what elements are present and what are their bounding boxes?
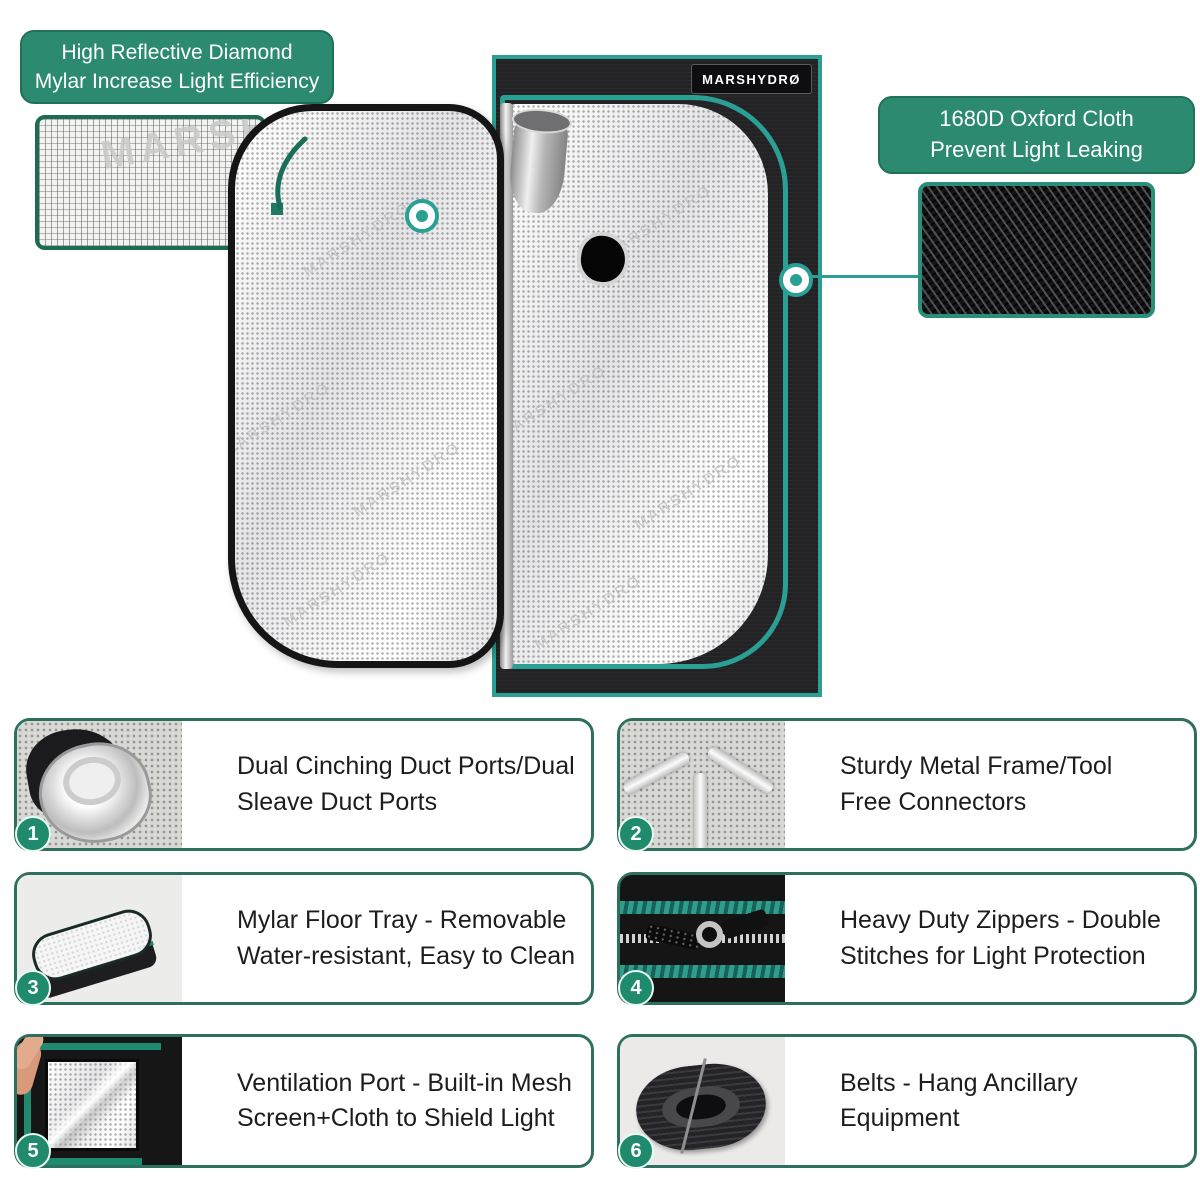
caption-line: Ventilation Port - Built-in Mesh — [237, 1068, 572, 1097]
feature-card-belts: Belts - Hang Ancillary Equipment 6 — [617, 1034, 1197, 1169]
caption-line: Mylar Floor Tray - Removable — [237, 906, 567, 934]
metal-frame-photo — [620, 721, 785, 848]
fabric-watermark: MARSHYDRO — [531, 571, 646, 654]
feature-number-badge: 5 — [15, 1133, 51, 1169]
vent-trim — [24, 1043, 31, 1165]
zipper-stitch — [620, 901, 785, 914]
oxford-callout-line2: Prevent Light Leaking — [930, 137, 1143, 162]
frame-pole — [705, 744, 776, 796]
feature-caption: Ventilation Port - Built-in Mesh Screen+… — [237, 1037, 581, 1165]
grow-tent: MARSHYDRO MARSHYDRO MARSHYDRO MARSHYDRO … — [492, 55, 822, 697]
oxford-callout-line1: 1680D Oxford Cloth — [939, 106, 1134, 132]
door-zipper-cord — [275, 136, 308, 210]
mylar-connector-ring — [405, 199, 439, 233]
vent-mylar-flap — [45, 1059, 139, 1151]
feature-card-metal-frame: Sturdy Metal Frame/Tool Free Connectors … — [617, 718, 1197, 852]
feature-card-zippers: Heavy Duty Zippers - Double Stitches for… — [617, 872, 1197, 1006]
caption-line: Equipment — [840, 1104, 960, 1132]
mylar-callout-line2: Mylar Increase Light Efficiency — [34, 70, 320, 93]
feature-caption: Sturdy Metal Frame/Tool Free Connectors — [840, 721, 1184, 848]
feature-number-badge: 1 — [15, 816, 51, 852]
frame-pole — [694, 773, 707, 848]
feature-number-badge: 2 — [618, 816, 654, 852]
caption-line: Sleave Duct Ports — [237, 787, 438, 816]
vent-trim — [29, 1043, 161, 1050]
caption-line: Free Connectors — [840, 787, 1027, 816]
fabric-watermark: MARSHYDRO — [228, 378, 335, 461]
feature-caption: Belts - Hang Ancillary Equipment — [840, 1037, 1184, 1165]
mylar-callout-line1: High Reflective Diamond — [61, 40, 293, 64]
feature-number-badge: 3 — [15, 970, 51, 1006]
zipper-pull-tab — [644, 923, 702, 951]
fabric-watermark: MARSHYDRO — [631, 451, 746, 534]
caption-line: Dual Cinching Duct Ports/Dual — [237, 752, 575, 780]
feature-number-badge: 6 — [618, 1133, 654, 1169]
vent-trim — [24, 1158, 142, 1165]
vent-flap-sheen — [48, 1062, 136, 1148]
fabric-watermark: MARSHYDRO — [506, 361, 611, 444]
feature-card-floor-tray: Mylar Floor Tray - Removable Water-resis… — [14, 872, 594, 1006]
zipper-pull-ring — [696, 921, 723, 948]
feature-card-ventilation-port: Ventilation Port - Built-in Mesh Screen+… — [14, 1034, 594, 1169]
connector-dot — [416, 210, 428, 222]
feature-number-badge: 4 — [618, 970, 654, 1006]
feature-caption: Dual Cinching Duct Ports/Dual Sleave Duc… — [237, 721, 581, 848]
oxford-fabric-sample — [918, 182, 1155, 318]
caption-line: Sturdy Metal Frame/Tool — [840, 752, 1113, 780]
caption-line: Water-resistant, Easy to Clean — [237, 941, 576, 970]
feature-card-duct-ports: Dual Cinching Duct Ports/Dual Sleave Duc… — [14, 718, 594, 852]
mylar-callout-badge: High Reflective Diamond Mylar Increase L… — [20, 30, 334, 104]
feature-caption: Mylar Floor Tray - Removable Water-resis… — [237, 875, 581, 1002]
connector-dot — [790, 274, 802, 286]
oxford-connector-ring — [779, 263, 813, 297]
fabric-watermark: MARSHYDRO — [350, 438, 465, 521]
oxford-connector-line — [792, 275, 920, 278]
oxford-callout-badge: 1680D Oxford Cloth Prevent Light Leaking — [878, 96, 1195, 174]
frame-pole — [621, 750, 692, 796]
zipper-stitch — [620, 965, 785, 978]
caption-line: Heavy Duty Zippers - Double — [840, 906, 1161, 934]
feature-caption: Heavy Duty Zippers - Double Stitches for… — [840, 875, 1184, 1002]
caption-line: Stitches for Light Protection — [840, 941, 1146, 970]
mylar-fabric-sample: MARSHYDRO — [35, 115, 266, 250]
fabric-watermark: MARSHYDRO — [280, 548, 395, 631]
ventilation-port-photo — [17, 1037, 182, 1165]
caption-line: Screen+Cloth to Shield Light — [237, 1104, 555, 1132]
brand-logo: MARSHYDRØ — [691, 64, 812, 94]
caption-line: Belts - Hang Ancillary — [840, 1068, 1078, 1097]
